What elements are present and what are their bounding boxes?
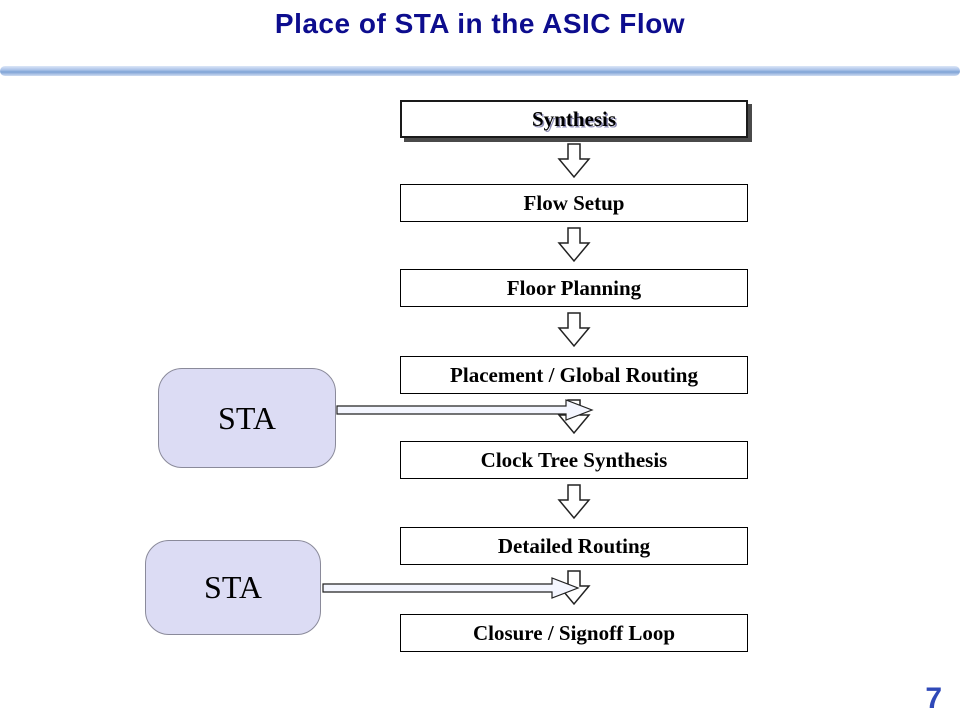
down-arrow-icon bbox=[557, 312, 591, 348]
flow-step-label: Detailed Routing bbox=[497, 533, 651, 558]
flow-step-clock-tree-synthesis: Clock Tree Synthesis bbox=[400, 441, 748, 479]
sta-arrow-icon bbox=[322, 577, 580, 599]
page-number: 7 bbox=[925, 682, 942, 715]
flow-step-label: Flow Setup bbox=[523, 190, 625, 215]
flow-step-label: Closure / Signoff Loop bbox=[472, 620, 676, 645]
sta-box-1: STA bbox=[158, 368, 336, 468]
flow-step-detailed-routing: Detailed Routing bbox=[400, 527, 748, 565]
flow-step-closure-signoff-loop: Closure / Signoff Loop bbox=[400, 614, 748, 652]
sta-box-2: STA bbox=[145, 540, 321, 635]
title-divider-bar bbox=[0, 66, 960, 76]
flow-step-placement-global-routing: Placement / Global Routing bbox=[400, 356, 748, 394]
flow-step-floor-planning: Floor Planning bbox=[400, 269, 748, 307]
page-title: Place of STA in the ASIC Flow bbox=[274, 8, 686, 39]
flow-step-label: Clock Tree Synthesis bbox=[480, 447, 668, 472]
sta-label: STA bbox=[204, 569, 262, 605]
flow-step-label: Synthesis bbox=[531, 106, 617, 131]
down-arrow-icon bbox=[557, 143, 591, 179]
sta-arrow-icon bbox=[336, 399, 594, 421]
down-arrow-icon bbox=[557, 227, 591, 263]
sta-label: STA bbox=[218, 399, 276, 436]
flow-step-synthesis: Synthesis bbox=[400, 100, 748, 138]
flow-step-label: Floor Planning bbox=[506, 275, 642, 300]
down-arrow-icon bbox=[557, 484, 591, 520]
flow-step-label: Placement / Global Routing bbox=[450, 362, 698, 387]
flow-step-flow-setup: Flow Setup bbox=[400, 184, 748, 222]
